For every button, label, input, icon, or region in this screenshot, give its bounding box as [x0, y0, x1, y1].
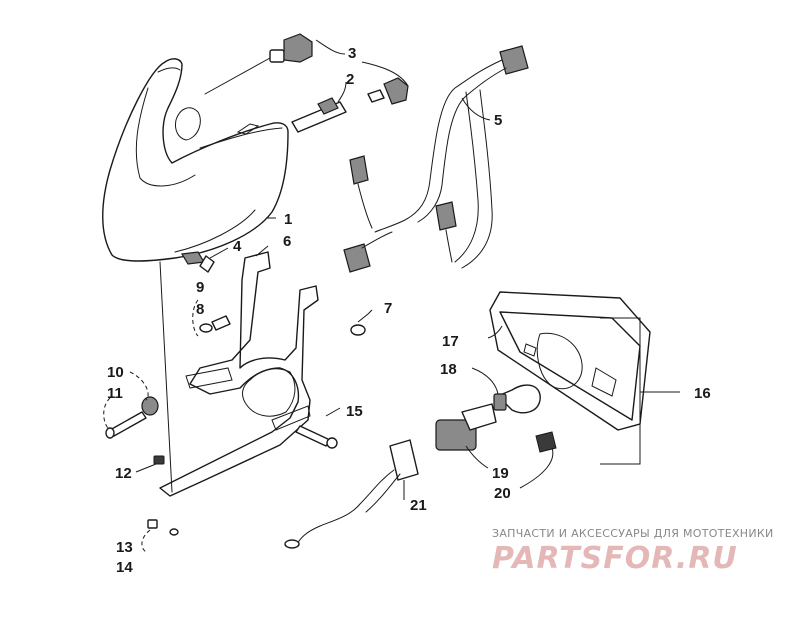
- callout-20: 20: [494, 485, 511, 502]
- watermark-logo: PARTSFOR.RU: [492, 541, 738, 576]
- callout-5: 5: [494, 112, 502, 129]
- callout-10: 10: [107, 364, 124, 381]
- screw-8: [211, 315, 231, 331]
- bolt-15: [295, 425, 338, 449]
- callout-19: 19: [492, 465, 509, 482]
- bulb-socket: [435, 403, 497, 451]
- bolt-11: [105, 411, 147, 439]
- callout-1: 1: [284, 211, 292, 228]
- callout-16: 16: [694, 385, 711, 402]
- tail-light-assembly: [489, 291, 651, 431]
- callout-13: 13: [116, 539, 133, 556]
- wiring-harness: [343, 45, 529, 273]
- grommet-7: [350, 324, 366, 336]
- callout-3: 3: [348, 45, 356, 62]
- callout-numbers: 3 2 5 1 4 6 9 8 7 10 11 15 12 13 14 16 1…: [107, 45, 711, 576]
- switch-wiring: [284, 439, 419, 549]
- callout-17: 17: [442, 333, 459, 350]
- callout-8: 8: [196, 301, 204, 318]
- leader-lines: [103, 39, 680, 553]
- callout-2: 2: [346, 71, 354, 88]
- headlight-bulb-middle: [291, 97, 347, 133]
- callout-14: 14: [116, 559, 133, 576]
- callout-6: 6: [283, 233, 291, 250]
- callout-4: 4: [233, 238, 242, 255]
- callout-18: 18: [440, 361, 457, 378]
- mounting-bracket: [159, 251, 319, 497]
- callout-11: 11: [107, 385, 123, 402]
- lens-cover: [535, 431, 557, 453]
- watermark: ЗАПЧАСТИ И АКСЕССУАРЫ ДЛЯ МОТОТЕХНИКИ PA…: [492, 527, 774, 576]
- nut-13: [147, 519, 158, 529]
- spacer-10: [141, 396, 159, 416]
- screw-14: [169, 528, 179, 536]
- clip-12: [153, 455, 165, 465]
- screw-4: [199, 255, 215, 273]
- headlight-bulb-upper: [204, 33, 313, 95]
- tail-bulb: [493, 384, 541, 414]
- callout-7: 7: [384, 300, 392, 317]
- callout-15: 15: [346, 403, 363, 420]
- washer-9: [199, 323, 213, 333]
- headlight-housing: [102, 58, 289, 265]
- headlight-bulb-lower: [367, 77, 409, 105]
- watermark-caption: ЗАПЧАСТИ И АКСЕССУАРЫ ДЛЯ МОТОТЕХНИКИ: [492, 527, 774, 540]
- callout-9: 9: [196, 279, 204, 296]
- callout-12: 12: [115, 465, 132, 482]
- callout-21: 21: [410, 497, 427, 514]
